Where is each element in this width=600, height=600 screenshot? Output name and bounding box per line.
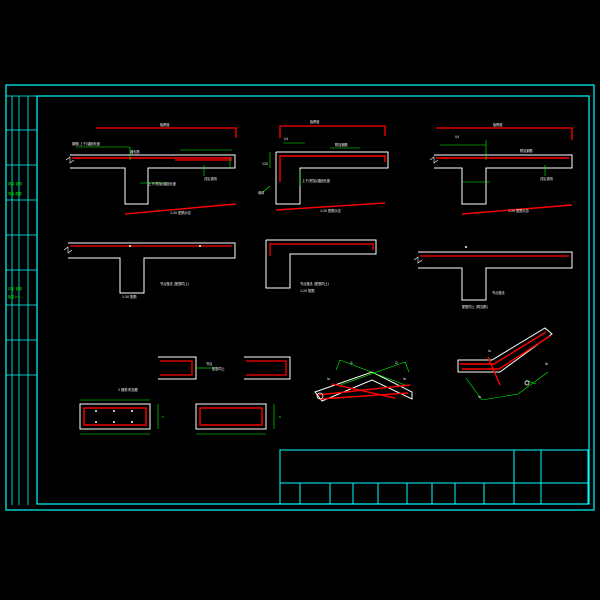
title-block-border [279,449,589,505]
outline [418,251,573,301]
beam-left-stirrup [83,407,147,426]
rebar-note-1: 附加钢筋 [520,148,533,153]
side-note-4: 板厚 h=... [8,294,23,299]
section-mark [524,380,530,386]
bottom-red-line [275,202,386,211]
label-3: la [327,377,330,381]
caption-2: 1:20 配筋 [122,294,137,299]
detail-top-right: 板跨度 l/4 附加钢筋 详见说明 1:20 配筋示意 [429,122,573,215]
rebar-dot [465,246,467,248]
top-span-line [279,125,386,138]
beam-right-stirrup [199,407,263,426]
rebar-dot [199,245,201,247]
label-1: la [488,349,491,353]
top-rebar [269,243,374,256]
outline [434,154,573,205]
bottom-red-line [124,203,237,215]
caption-1: 节点做法 (配筋同上) [300,281,329,286]
left-dim: l/4 [455,135,459,139]
label-2: 配筋同上 [212,366,226,371]
bracket-1-rebar [160,360,193,376]
caption-1: 节点做法 [492,290,505,295]
rebar-note-2: 上下(附加)锚固长度 [302,178,331,183]
break-mark [63,246,73,254]
side-note-2: 同板 配筋 [8,191,22,196]
detail-mid-left: 节点做法 (配筋同上) 1:20 配筋 [63,242,236,299]
detail-top-middle: 板跨度 l/4 附加钢筋 上下(附加)锚固长度 120 墙体 1:20 配筋示意 [258,119,389,213]
rebars [317,383,411,400]
beam-left-top-note: 2 钢筋 附加筋 [118,387,138,392]
detail-mid-middle: 节点做法 (配筋同上) 1:20 配筋 [265,239,377,293]
outline [70,154,236,205]
bottom-label: 1:20 配筋示意 [320,208,341,213]
dim-lines [335,359,410,386]
detail-cross: l1 l2 la la [314,359,413,402]
outline [265,239,377,289]
section-mark [316,392,324,400]
beam-right-dim: h [279,415,281,419]
detail-bend: la la lb [457,327,553,401]
bracket-2-rebar [246,360,287,376]
top-span-line [96,127,237,138]
caption-2: 配筋同上 (附加筋) [462,304,488,309]
rebar-dot [129,245,131,247]
bracket-2-outline [244,356,291,380]
detail-beam-sections: 2 钢筋 附加筋 h h [79,387,281,435]
label-1: l1 [350,361,353,365]
side-panel-notes: 墙厚 说明 同板 配筋 详见 说明 板厚 h=... [8,181,23,299]
right-note: 详见说明 [204,176,217,181]
break-mark [413,256,423,264]
beam-left-bars [95,410,133,423]
inner-border [36,95,590,505]
top-label: 板跨度 [493,122,503,127]
drawing-frame [5,84,595,511]
side-panel [6,95,37,505]
label-2: la [478,395,481,399]
break-mark [65,156,75,164]
caption-1: 节点做法 (配筋同上) [160,281,189,286]
dim-lines [440,140,546,183]
left-note: 墙体 [258,190,265,195]
dim-lines [76,146,232,184]
outline [275,151,389,205]
break-mark [429,156,439,164]
bottom-label: 1:20 配筋示意 [170,210,191,215]
dim-lines [262,142,360,193]
outline [68,242,236,294]
side-note-1: 墙厚 说明 [8,181,22,186]
top-label: 板跨度 [310,119,320,124]
top-rebar [279,155,386,182]
bracket-1-outline [158,356,197,380]
bottom-label: 1:20 配筋示意 [508,208,529,213]
top-label: 板跨度 [160,122,170,127]
top-span-line [436,127,573,140]
title-block [279,449,589,505]
rebars [460,331,551,386]
beam-left-outline [79,403,151,430]
left-dim-label: 120 [262,162,268,166]
left-dim: l/4 [284,137,288,141]
detail-small-brackets: 节点 配筋同上 [158,356,291,380]
label-1: 节点 [206,361,213,366]
label-4: la [403,377,406,381]
label-2: l2 [395,361,398,365]
outline [457,327,553,373]
rebar-note-1: 附加钢筋 [335,142,348,147]
bottom-red-line [461,204,573,215]
rebar-note-1: 钢筋(上下)锚固长度 [72,141,101,146]
dim-lines [465,371,549,401]
rebar-note-2: 通长筋 [130,149,140,154]
side-note-3: 详见 说明 [8,286,22,291]
detail-mid-right: 节点做法 配筋同上 (附加筋) [413,246,573,309]
label-3: lb [545,362,548,366]
detail-top-left: 板跨度 钢筋(上下)锚固长度 通长筋 上下(附加)锚固长度 详见说明 1:20 … [65,122,237,215]
outer-border [5,84,595,511]
rebar-note-3: 上下(附加)锚固长度 [148,181,177,186]
caption-2: 1:20 配筋 [300,288,315,293]
right-note: 详见说明 [540,176,553,181]
beam-left-dim: h [162,415,164,419]
beam-right-outline [195,403,267,430]
